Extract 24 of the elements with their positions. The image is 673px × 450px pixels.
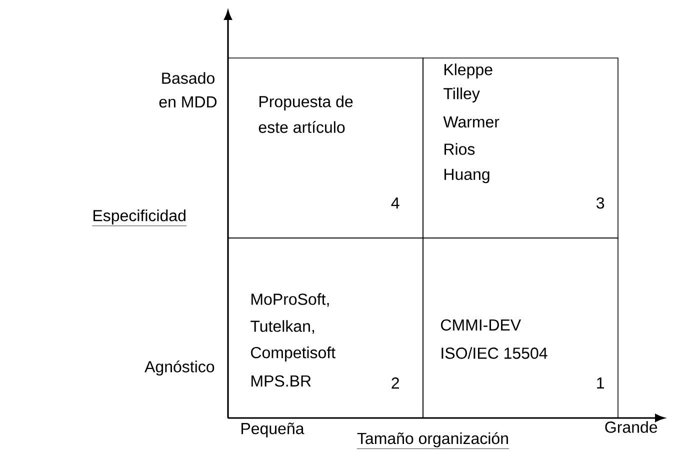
quadrant-number: 3 [596,197,604,209]
axis-title: Tamaño organización [356,432,510,449]
cell-text: Competisoft [251,346,336,362]
cell-text: este artículo [258,121,345,133]
cell-text: Tilley [444,88,480,102]
cell-text: CMMI-DEV [441,319,521,331]
cell-text: Kleppe [444,64,492,78]
quadrant-cell [228,58,424,238]
quadrant-number: 1 [597,377,604,388]
cell-text: Propuesta de [260,96,353,110]
quadrant-number: 2 [392,377,399,389]
quadrant-cell [422,238,618,418]
cell-text: Tutelkan, [250,320,314,334]
cell-text: Warmer [443,116,500,128]
quadrant-cell [422,58,618,238]
quadrant-cell [228,238,424,418]
quadrant-number: 4 [391,198,400,208]
cell-text: Huang [444,168,490,184]
cell-text: MPS.BR [252,375,311,387]
cell-text: Rios [444,143,475,155]
axis-label: Grande [605,421,658,433]
cell-text: ISO/IEC 15504 [442,347,548,359]
axis-title: Especificidad [92,210,187,226]
cell-text: MoProSoft, [252,293,329,307]
